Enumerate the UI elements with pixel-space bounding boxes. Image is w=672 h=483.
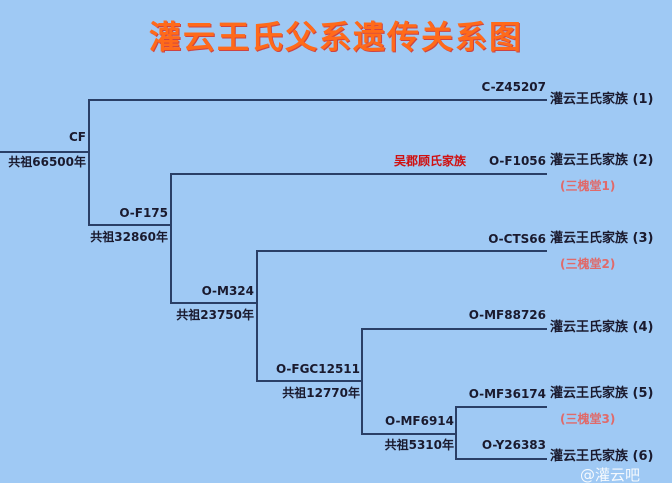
family-label: 灌云王氏家族 (3) — [550, 232, 653, 246]
hall-note: (三槐堂2) — [560, 257, 616, 271]
node-age: 共祖32860年 — [90, 230, 168, 244]
node-snp: O-FGC12511 — [275, 362, 360, 376]
watermark: @灌云吧 — [580, 466, 641, 483]
branch-6 — [455, 458, 547, 460]
hall-note: (三槐堂1) — [560, 179, 616, 193]
fgc12511-branch — [256, 380, 363, 382]
branch-1 — [88, 99, 547, 101]
diagram-title: 灌云王氏父系遗传关系图 — [148, 18, 523, 56]
family-number: (4) — [632, 320, 654, 335]
branch-2 — [170, 173, 547, 175]
branch-3 — [256, 250, 547, 252]
family-number: (6) — [632, 449, 654, 464]
branch-4 — [361, 328, 547, 330]
m324-split — [256, 250, 258, 382]
family-label: 灌云王氏家族 (4) — [550, 321, 653, 335]
cf-split — [88, 99, 90, 226]
family-number: (3) — [632, 231, 654, 246]
leaf-snp: O-Y26383 — [481, 438, 546, 452]
fgc12511-split — [361, 328, 363, 435]
f175-branch — [88, 224, 172, 226]
f175-split — [170, 173, 172, 304]
mf6914-split — [455, 406, 457, 460]
family-name: 灌云王氏家族 — [550, 92, 629, 107]
family-name: 灌云王氏家族 — [550, 320, 629, 335]
leaf-snp: O-CTS66 — [488, 232, 546, 246]
node-snp: CF — [68, 130, 86, 144]
mf6914-branch — [361, 433, 457, 435]
family-label: 灌云王氏家族 (6) — [550, 450, 653, 464]
root-branch — [0, 151, 89, 153]
side-family-label: 吴郡顾氏家族 — [393, 154, 466, 168]
leaf-snp: O-MF88726 — [468, 308, 546, 322]
node-snp: O-F175 — [119, 206, 168, 220]
leaf-snp: O-MF36174 — [468, 387, 546, 401]
family-name: 灌云王氏家族 — [550, 231, 629, 246]
node-age: 共祖5310年 — [384, 438, 454, 452]
branch-5 — [455, 406, 547, 408]
node-snp: O-M324 — [201, 284, 254, 298]
leaf-snp: C-Z45207 — [481, 80, 546, 94]
family-label: 灌云王氏家族 (5) — [550, 387, 653, 401]
family-number: (2) — [632, 153, 654, 168]
node-age: 共祖12770年 — [282, 386, 360, 400]
m324-branch — [170, 302, 258, 304]
node-age: 共祖66500年 — [8, 155, 86, 169]
leaf-snp: O-F1056 — [489, 154, 546, 168]
family-name: 灌云王氏家族 — [550, 153, 629, 168]
family-number: (1) — [632, 92, 654, 107]
node-snp: O-MF6914 — [385, 414, 454, 428]
family-label: 灌云王氏家族 (2) — [550, 154, 653, 168]
node-age: 共祖23750年 — [176, 308, 254, 322]
family-name: 灌云王氏家族 — [550, 386, 629, 401]
family-label: 灌云王氏家族 (1) — [550, 93, 653, 107]
family-name: 灌云王氏家族 — [550, 449, 629, 464]
family-number: (5) — [632, 386, 654, 401]
hall-note: (三槐堂3) — [560, 412, 616, 426]
